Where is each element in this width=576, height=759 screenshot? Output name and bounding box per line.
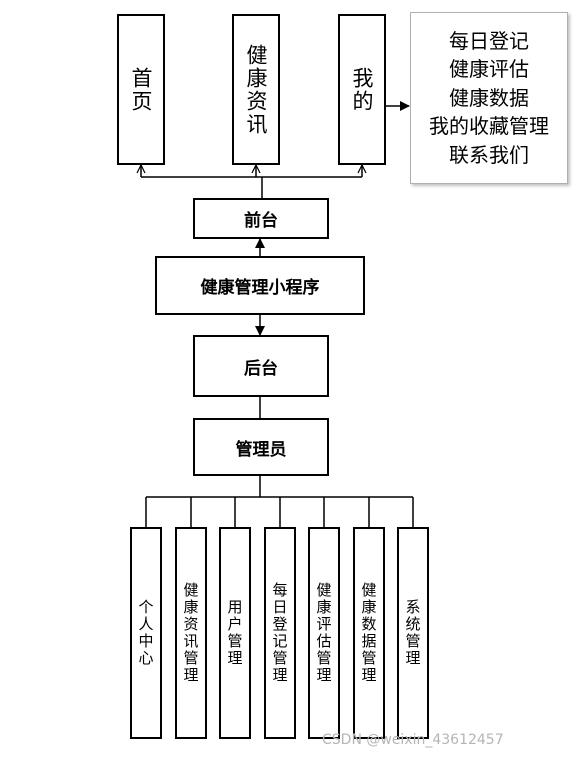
module-user-manage: 用户管理 — [219, 527, 251, 739]
module-user-manage-label: 用户管理 — [225, 599, 244, 667]
module-daily-checkin-manage-label: 每日登记管理 — [270, 582, 289, 684]
module-home: 首页 — [117, 14, 165, 165]
admin-node: 管理员 — [193, 418, 329, 476]
module-health-assessment-manage: 健康评估管理 — [308, 527, 340, 739]
backend-node-label: 后台 — [244, 358, 278, 379]
watermark: CSDN @weixin_43612457 — [322, 732, 504, 748]
frontend-node: 前台 — [193, 198, 329, 239]
module-personal-center: 个人中心 — [130, 527, 162, 739]
module-mine: 我的 — [338, 14, 386, 165]
frontend-node-label: 前台 — [244, 211, 278, 231]
module-system-manage: 系统管理 — [397, 527, 429, 739]
module-health-news: 健康资讯 — [232, 14, 280, 165]
module-health-news-manage: 健康资讯管理 — [175, 527, 207, 739]
module-system-manage-label: 系统管理 — [403, 599, 422, 667]
menu-item-daily-checkin: 每日登记 — [449, 28, 529, 53]
module-health-assessment-manage-label: 健康评估管理 — [314, 582, 333, 684]
app-node-label: 健康管理小程序 — [200, 278, 320, 298]
module-health-data-manage: 健康数据管理 — [353, 527, 385, 739]
module-mine-label: 我的 — [350, 66, 374, 113]
menu-item-contact-us: 联系我们 — [449, 142, 529, 167]
menu-item-health-data: 健康数据 — [449, 85, 529, 110]
app-node: 健康管理小程序 — [155, 256, 365, 315]
module-daily-checkin-manage: 每日登记管理 — [264, 527, 296, 739]
menu-item-health-assessment: 健康评估 — [449, 57, 529, 82]
admin-node-label: 管理员 — [235, 439, 287, 460]
module-home-label: 首页 — [129, 66, 153, 113]
mine-menu-box: 每日登记 健康评估 健康数据 我的收藏管理 联系我们 — [410, 12, 568, 184]
module-personal-center-label: 个人中心 — [136, 599, 155, 667]
module-health-data-manage-label: 健康数据管理 — [359, 582, 378, 684]
backend-node: 后台 — [193, 335, 329, 397]
module-health-news-label: 健康资讯 — [244, 43, 268, 136]
menu-item-favorites: 我的收藏管理 — [429, 114, 549, 139]
module-health-news-manage-label: 健康资讯管理 — [181, 582, 200, 684]
